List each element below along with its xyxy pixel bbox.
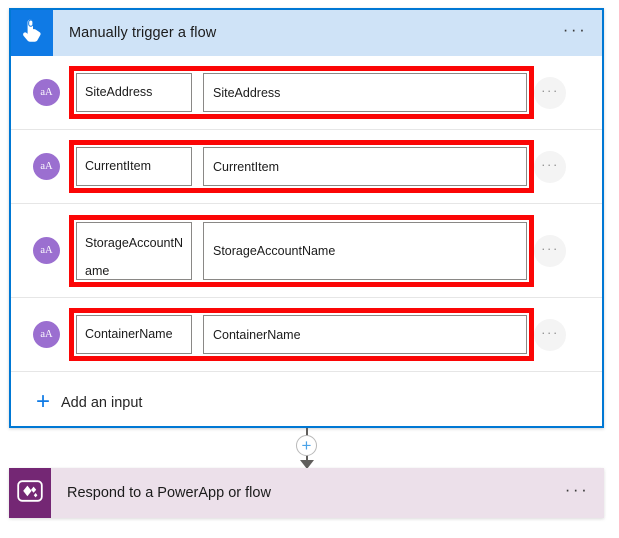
respond-card-overflow-menu-icon[interactable]: ···: [564, 480, 590, 499]
connector-arrow-icon: [300, 460, 314, 469]
input-row[interactable]: aA CurrentItem CurrentItem ···: [11, 130, 602, 204]
text-type-badge-icon: aA: [33, 321, 60, 348]
input-row-overflow-menu-icon[interactable]: ···: [534, 318, 566, 351]
trigger-card-body: aA SiteAddress SiteAddress ··· aA Curren…: [11, 56, 602, 416]
highlight-box: CurrentItem CurrentItem: [69, 140, 534, 193]
add-input-label: Add an input: [61, 395, 143, 411]
input-name-field[interactable]: ContainerName: [76, 315, 192, 354]
input-row[interactable]: aA StorageAccountName StorageAccountName…: [11, 204, 602, 298]
trigger-card-overflow-menu-icon[interactable]: ···: [562, 20, 588, 39]
input-name-field[interactable]: StorageAccountName: [76, 221, 192, 280]
input-name-field[interactable]: CurrentItem: [76, 147, 192, 186]
respond-card[interactable]: Respond to a PowerApp or flow ···: [9, 468, 604, 518]
input-value-field[interactable]: ContainerName: [203, 315, 527, 354]
trigger-card-header[interactable]: Manually trigger a flow ···: [11, 10, 602, 56]
plus-icon: +: [36, 388, 51, 415]
trigger-card-title: Manually trigger a flow: [69, 25, 217, 41]
input-row-overflow-menu-icon[interactable]: ···: [534, 150, 566, 183]
text-type-badge-icon: aA: [33, 153, 60, 180]
input-value-field[interactable]: CurrentItem: [203, 147, 527, 186]
input-value-field[interactable]: SiteAddress: [203, 73, 527, 112]
flow-connector: +: [0, 428, 619, 469]
respond-card-title: Respond to a PowerApp or flow: [67, 485, 271, 501]
add-input-button[interactable]: + Add an input: [11, 372, 602, 416]
powerapps-icon: [17, 479, 43, 507]
trigger-card-icon-container: [11, 10, 53, 56]
input-row-overflow-menu-icon[interactable]: ···: [534, 234, 566, 267]
text-type-badge-icon: aA: [33, 79, 60, 106]
respond-card-icon-container: [9, 468, 51, 518]
input-name-field[interactable]: SiteAddress: [76, 73, 192, 112]
input-row-overflow-menu-icon[interactable]: ···: [534, 76, 566, 109]
highlight-box: SiteAddress SiteAddress: [69, 66, 534, 119]
input-row[interactable]: aA ContainerName ContainerName ···: [11, 298, 602, 372]
trigger-card[interactable]: Manually trigger a flow ··· aA SiteAddre…: [9, 8, 604, 428]
input-value-field[interactable]: StorageAccountName: [203, 221, 527, 280]
insert-step-plus-icon[interactable]: +: [296, 435, 317, 456]
highlight-box: ContainerName ContainerName: [69, 308, 534, 361]
highlight-box: StorageAccountName StorageAccountName: [69, 214, 534, 287]
tap-hand-icon: [21, 18, 43, 48]
input-row[interactable]: aA SiteAddress SiteAddress ···: [11, 56, 602, 130]
text-type-badge-icon: aA: [33, 237, 60, 264]
